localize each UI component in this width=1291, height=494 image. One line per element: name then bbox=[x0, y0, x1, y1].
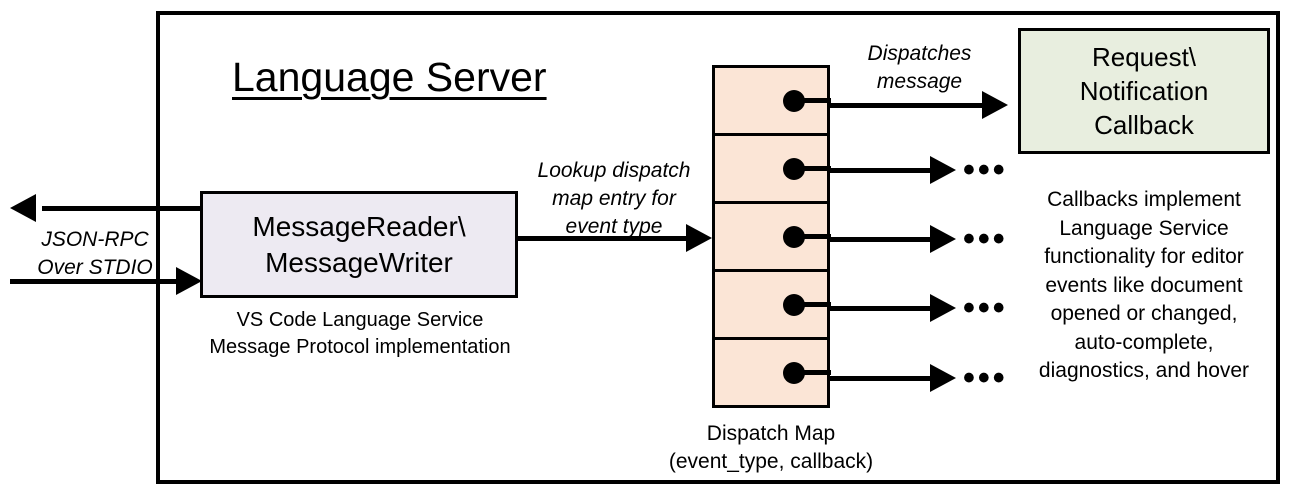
callback-pointer-dot-icon bbox=[783, 293, 805, 316]
dispatches-message-label: Dispatches message bbox=[832, 40, 1007, 96]
dispatch-map-row-3[interactable] bbox=[715, 204, 831, 272]
callback-description-line3: functionality for editor bbox=[1044, 245, 1244, 268]
dispatch-map-caption: Dispatch Map (event_type, callback) bbox=[650, 420, 892, 476]
callback-description-line1: Callbacks implement bbox=[1047, 188, 1241, 211]
callback-pointer-stub-1 bbox=[801, 98, 831, 103]
lookup-dispatch-line bbox=[518, 236, 690, 241]
callback-pointer-stub-3 bbox=[801, 234, 831, 239]
external-protocol-label-line2: Over STDIO bbox=[37, 256, 153, 279]
message-reader-writer-caption: VS Code Language Service Message Protoco… bbox=[185, 307, 535, 361]
dispatch-arrow-line-2 bbox=[830, 168, 932, 173]
callback-pointer-dot-icon bbox=[783, 225, 805, 248]
request-notification-callback-box[interactable]: Request\ Notification Callback bbox=[1018, 28, 1270, 154]
dispatch-arrow-line-3 bbox=[830, 237, 932, 242]
callback-description-line2: Language Service bbox=[1059, 216, 1229, 240]
outbound-rpc-line bbox=[42, 206, 202, 211]
dispatch-arrow-head-2 bbox=[930, 156, 956, 184]
dispatches-message-line1: Dispatches bbox=[867, 42, 972, 65]
lookup-dispatch-label-line3: event type bbox=[565, 215, 663, 238]
dispatch-map-row-1[interactable] bbox=[715, 68, 831, 136]
external-protocol-label-line1: JSON-RPC bbox=[41, 228, 149, 251]
dispatch-arrow-head-1 bbox=[982, 91, 1008, 119]
dispatch-map-table[interactable] bbox=[712, 65, 831, 408]
callback-title-line3: Callback bbox=[1094, 110, 1194, 140]
inbound-rpc-line bbox=[10, 279, 188, 284]
dispatch-ellipsis-4: ••• bbox=[963, 289, 1008, 327]
reader-caption-line2: Message Protocol implementation bbox=[209, 336, 511, 358]
dispatch-arrow-head-3 bbox=[930, 225, 956, 253]
callback-pointer-stub-2 bbox=[801, 166, 831, 171]
callback-pointer-dot-icon bbox=[783, 157, 805, 180]
dispatches-message-line2: message bbox=[876, 70, 963, 93]
dispatch-arrow-line-5 bbox=[830, 376, 932, 381]
callback-description-line7: diagnostics, and hover bbox=[1038, 359, 1250, 382]
lookup-dispatch-arrowhead bbox=[686, 224, 712, 252]
dispatch-map-row-4[interactable] bbox=[715, 272, 831, 340]
callback-description-line4: events like document bbox=[1045, 273, 1243, 297]
outbound-rpc-arrowhead bbox=[10, 194, 36, 222]
dispatch-map-row-2[interactable] bbox=[715, 136, 831, 204]
callback-title-line1: Request\ bbox=[1091, 42, 1197, 72]
lookup-dispatch-label: Lookup dispatch map entry for event type bbox=[510, 157, 718, 241]
dispatch-arrow-line-4 bbox=[830, 306, 932, 311]
message-reader-writer-box[interactable]: MessageReader\ MessageWriter bbox=[200, 191, 518, 298]
message-reader-writer-title: MessageReader\ MessageWriter bbox=[252, 209, 465, 281]
reader-caption-line1: VS Code Language Service bbox=[236, 309, 484, 331]
lookup-dispatch-label-line1: Lookup dispatch bbox=[537, 159, 691, 182]
external-protocol-label: JSON-RPC Over STDIO bbox=[20, 226, 170, 282]
dispatch-map-row-5[interactable] bbox=[715, 340, 831, 405]
callback-box-title: Request\ Notification Callback bbox=[1080, 40, 1209, 142]
callback-description-line5: opened or changed, bbox=[1050, 302, 1238, 325]
inbound-rpc-arrowhead bbox=[176, 267, 202, 295]
callback-pointer-stub-4 bbox=[801, 302, 831, 307]
callback-pointer-dot-icon bbox=[783, 89, 805, 112]
dispatch-map-caption-line1: Dispatch Map bbox=[706, 422, 836, 445]
message-writer-label: MessageWriter bbox=[265, 246, 453, 278]
callback-title-line2: Notification bbox=[1079, 76, 1209, 106]
callback-description: Callbacks implement Language Service fun… bbox=[1008, 186, 1280, 386]
page-title: Language Server bbox=[232, 54, 547, 100]
lookup-dispatch-label-line2: map entry for bbox=[552, 187, 676, 210]
dispatch-map-caption-line2: (event_type, callback) bbox=[668, 450, 874, 473]
dispatch-arrow-head-5 bbox=[930, 364, 956, 392]
message-reader-label: MessageReader\ bbox=[252, 210, 466, 242]
callback-pointer-dot-icon bbox=[783, 361, 805, 384]
dispatch-arrow-line-1 bbox=[830, 103, 986, 108]
dispatch-ellipsis-5: ••• bbox=[963, 359, 1008, 397]
language-server-boundary bbox=[156, 11, 1280, 484]
callback-pointer-stub-5 bbox=[801, 370, 831, 375]
dispatch-ellipsis-2: ••• bbox=[963, 151, 1008, 189]
dispatch-arrow-head-4 bbox=[930, 294, 956, 322]
callback-description-line6: auto-complete, bbox=[1074, 330, 1214, 354]
dispatch-ellipsis-3: ••• bbox=[963, 220, 1008, 258]
